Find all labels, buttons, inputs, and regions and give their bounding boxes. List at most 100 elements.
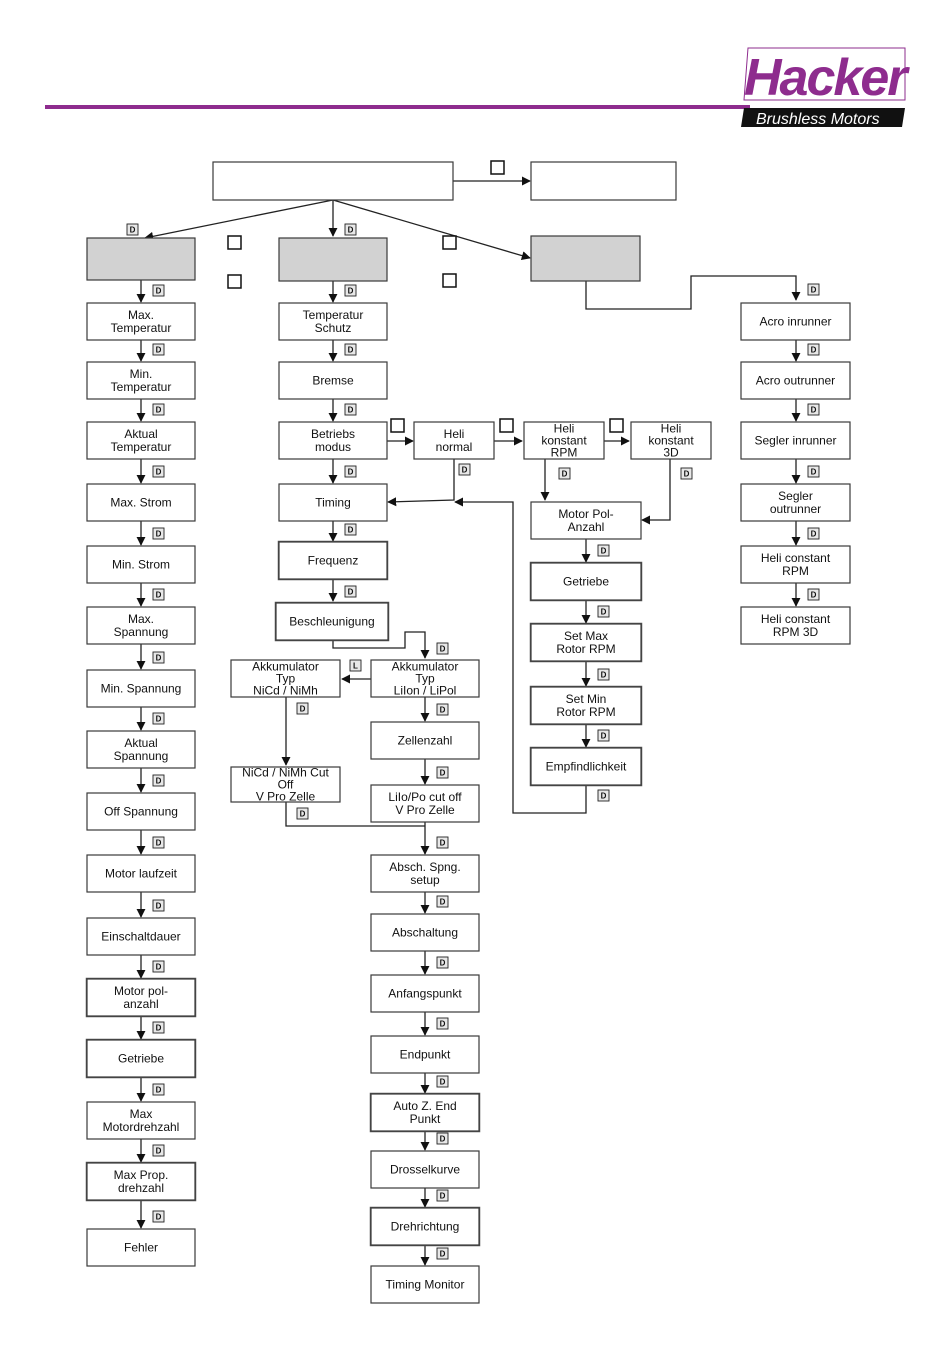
node-absch-setup: Absch. Spng.setup [370, 854, 480, 893]
connector-arrow [332, 631, 430, 659]
node-label: Min. Strom [112, 558, 170, 572]
svg-text:D: D [811, 406, 817, 415]
key-badge: D [152, 403, 165, 416]
svg-text:D: D [601, 671, 607, 680]
svg-text:D: D [440, 1078, 446, 1087]
node-mode-mid [278, 237, 388, 282]
svg-text:D: D [811, 591, 817, 600]
svg-text:D: D [462, 466, 468, 475]
node-zellenzahl: Zellenzahl [370, 721, 480, 760]
key-badge: D [152, 1083, 165, 1096]
node-label: Drehrichtung [391, 1220, 460, 1234]
blank-key-box [227, 274, 242, 289]
node-einschaltdauer: Einschaltdauer [86, 917, 196, 956]
node-label: Max.Temperatur [111, 308, 172, 335]
key-badge: D [436, 1247, 449, 1260]
svg-text:D: D [348, 226, 354, 235]
key-badge: D [597, 789, 610, 802]
node-label: Endpunkt [400, 1048, 451, 1062]
node-label: Anfangspunkt [388, 987, 462, 1001]
node-root-right [530, 161, 677, 201]
node-label: Frequenz [308, 554, 359, 568]
blank-key-box [227, 235, 242, 250]
key-badge: D [597, 668, 610, 681]
key-badge: D [152, 651, 165, 664]
node-label: Motor pol-anzahl [114, 984, 168, 1011]
key-badge: D [152, 527, 165, 540]
key-badge: D [152, 774, 165, 787]
key-badge: D [597, 729, 610, 742]
svg-text:D: D [440, 959, 446, 968]
svg-text:D: D [156, 777, 162, 786]
node-timing-monitor: Timing Monitor [370, 1265, 480, 1304]
node-label: Bremse [312, 374, 354, 388]
key-badge: D [152, 465, 165, 478]
svg-text:D: D [348, 526, 354, 535]
node-beschleunigung: Beschleunigung [274, 601, 390, 642]
node-label: Drosselkurve [390, 1163, 460, 1177]
key-badge: D [126, 223, 139, 236]
node-empfind: Empfindlichkeit [529, 746, 643, 787]
node-label: Fehler [124, 1241, 158, 1255]
node-drehrichtung: Drehrichtung [369, 1206, 481, 1247]
node-getriebe-mid: Getriebe [529, 561, 643, 602]
blank-key-box [490, 160, 505, 175]
key-badge: D [152, 1021, 165, 1034]
svg-text:D: D [811, 286, 817, 295]
node-label: Segler inrunner [754, 434, 836, 448]
node-abschaltung: Abschaltung [370, 913, 480, 952]
svg-text:D: D [440, 706, 446, 715]
key-badge: D [152, 960, 165, 973]
blank-key-box [442, 273, 457, 288]
key-badge: D [436, 956, 449, 969]
node-label: Off Spannung [104, 805, 178, 819]
node-motor-pol-left: Motor pol-anzahl [85, 977, 197, 1018]
node-label: Motor Pol-Anzahl [558, 507, 613, 534]
svg-text:D: D [440, 1192, 446, 1201]
blank-key-box [609, 418, 624, 433]
svg-text:D: D [348, 287, 354, 296]
svg-text:D: D [156, 346, 162, 355]
svg-text:D: D [156, 591, 162, 600]
key-badge: D [436, 1017, 449, 1030]
node-endpunkt: Endpunkt [370, 1035, 480, 1074]
key-badge: D [152, 712, 165, 725]
key-badge: D [344, 284, 357, 297]
key-badge: D [436, 836, 449, 849]
key-badge: D [344, 585, 357, 598]
key-badge: D [558, 467, 571, 480]
node-label: Getriebe [563, 575, 609, 589]
connector-arrow [454, 497, 587, 814]
node-label: Timing [315, 496, 351, 510]
key-badge: D [807, 343, 820, 356]
node-label: Absch. Spng.setup [389, 860, 460, 887]
key-badge: D [436, 703, 449, 716]
node-off-spann: Off Spannung [86, 792, 196, 831]
node-label: Einschaltdauer [101, 930, 180, 944]
connector-arrow [285, 802, 425, 827]
node-mode-right [530, 235, 641, 282]
node-acro-in: Acro inrunner [740, 302, 851, 341]
node-label: Min.Temperatur [111, 367, 172, 394]
brand-name: Hacker [744, 49, 910, 107]
key-badge: D [152, 1210, 165, 1223]
